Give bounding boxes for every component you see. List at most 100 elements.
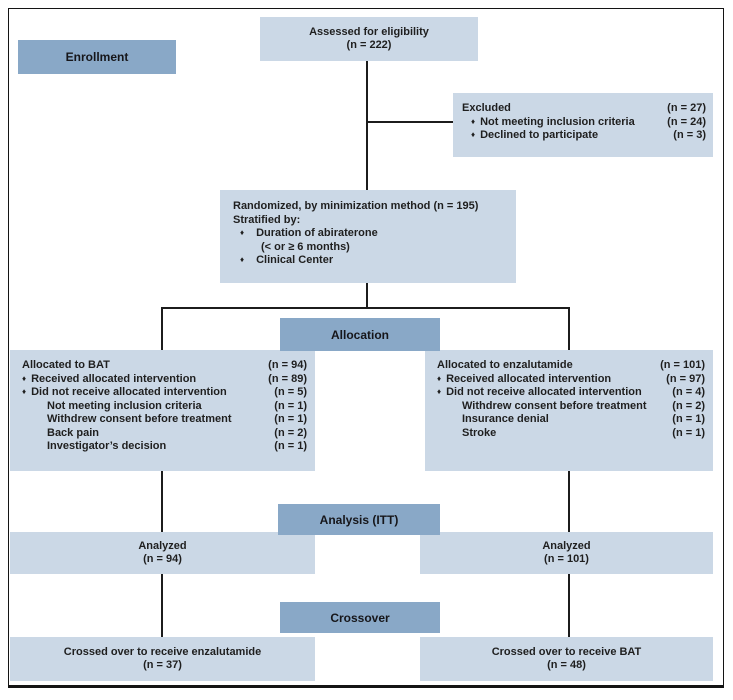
stage-label-analysis-itt: Analysis (ITT) [278,504,440,535]
flow-row: ♦Not meeting inclusion criteria (n = 24) [462,116,706,130]
row-label-group: ♦ Did not receive allocated intervention [437,386,642,400]
row-count: (n = 2) [672,399,705,412]
row-label-group: Excluded [462,102,511,116]
row-label: Declined to participate [480,129,599,141]
bullet-diamond-icon: ♦ [471,130,476,139]
analyzed-bat-box: Analyzed(n = 94) [10,532,315,574]
box-line: (n = 222) [346,39,392,51]
flow-row: Stroke (n = 1) [437,427,705,441]
row-label-group: Stroke [462,427,496,441]
row-label-group: Not meeting inclusion criteria [47,400,202,414]
connector-line [366,61,368,190]
connector-line [568,574,570,637]
row-count: (n = 5) [274,386,307,398]
box-line: (n = 94) [143,553,182,565]
box-line: Assessed for eligibility [309,25,429,38]
row-label-group: Withdrew consent before treatment [47,413,231,427]
row-label: Duration of abiraterone [256,227,378,239]
row-label-group: Investigator’s decision [47,440,166,454]
row-label-group: Withdrew consent before treatment [462,400,646,414]
bullet-diamond-icon: ♦ [240,255,245,264]
row-count: (n = 97) [666,372,705,385]
connector-line [161,307,163,350]
crossed-over-to-enzalutamide-box: Crossed over to receive enzalutamide(n =… [10,637,315,681]
row-label-group: Back pain [47,427,99,441]
row-label: Back pain [47,426,99,439]
flow-row: Not meeting inclusion criteria (n = 1) [22,400,307,414]
row-label: Did not receive allocated intervention [31,386,227,398]
connector-line [568,307,570,350]
row-label-group: ♦Duration of abiraterone [240,227,378,241]
flow-row: ♦ Did not receive allocated intervention (… [437,386,705,400]
allocated-to-bat-box: Allocated to BAT (n = 94) ♦ Received alloca… [10,350,315,471]
bullet-diamond-icon: ♦ [22,373,27,383]
row-label: Excluded [462,102,511,114]
row-label: Allocated to BAT [22,359,110,371]
row-label-group: Allocated to BAT [22,359,110,373]
row-label-group: Stratified by: [233,214,300,228]
flow-row: Allocated to BAT (n = 94) [22,359,307,373]
flow-row: ♦ Clinical Center [233,254,506,268]
stage-label-allocation: Allocation [280,318,440,351]
row-label: Not meeting inclusion criteria [480,115,635,128]
flow-row: ♦ Received allocated intervention (n = 89) [22,373,307,387]
flow-row: (< or ≥ 6 months) [233,241,506,255]
row-count: (n = 1) [274,413,307,425]
excluded-box: Excluded(n = 27)♦Not meeting inclusion c… [453,93,713,157]
connector-line [366,121,453,123]
row-label-group: Insurance denial [462,413,549,427]
row-label: Insurance denial [462,413,549,425]
crossed-over-to-bat-box: Crossed over to receive BAT(n = 48) [420,637,713,681]
flow-row: Randomized, by minimization method (n = … [233,200,506,214]
row-count: (n = 101) [660,359,705,371]
flow-row: Withdrew consent before treatment (n = 2) [437,400,705,414]
connector-line [568,471,570,532]
assessed-for-eligibility-box: Assessed for eligibility(n = 222) [260,17,478,61]
row-count: (n = 4) [672,386,705,398]
flow-row: Insurance denial (n = 1) [437,413,705,427]
row-label-group: (< or ≥ 6 months) [261,241,350,255]
row-count: (n = 89) [268,372,307,385]
connector-line [161,471,163,532]
row-count: (n = 24) [667,115,706,128]
row-count: (n = 2) [274,426,307,439]
row-label: Clinical Center [256,254,334,266]
stage-label-crossover: Crossover [280,602,440,633]
row-label-group: ♦ Received allocated intervention [437,373,611,387]
row-count: (n = 1) [274,440,307,452]
row-count: (n = 1) [274,399,307,412]
flow-row: Allocated to enzalutamide (n = 101) [437,359,705,373]
box-line: Analyzed [542,539,591,552]
flow-row: Stratified by: [233,214,506,228]
bullet-diamond-icon: ♦ [437,373,442,383]
connector-line [161,574,163,637]
row-label-group: ♦ Clinical Center [240,254,333,268]
row-label-group: ♦ Declined to participate [471,129,598,143]
bullet-diamond-icon: ♦ [437,387,442,396]
row-label-group: ♦ Did not receive allocated intervention [22,386,227,400]
row-label-group: Randomized, by minimization method (n = … [233,200,478,214]
row-label-group: ♦Not meeting inclusion criteria [471,116,635,130]
row-count: (n = 3) [673,129,706,141]
box-line: Crossed over to receive enzalutamide [63,645,262,658]
row-label: Received allocated intervention [31,372,197,385]
row-label-group: ♦ Received allocated intervention [22,373,196,387]
flow-row: Investigator’s decision (n = 1) [22,440,307,454]
row-count: (n = 1) [672,426,705,439]
flow-row: Back pain (n = 2) [22,427,307,441]
row-label: Received allocated intervention [446,372,612,385]
analyzed-enzalutamide-box: Analyzed(n = 101) [420,532,713,574]
row-label: Allocated to enzalutamide [437,359,573,371]
connector-line [161,307,570,309]
row-count: (n = 1) [672,413,705,425]
row-label: Stratified by: [233,213,301,226]
row-label: Not meeting inclusion criteria [47,399,202,412]
flow-row: ♦ Did not receive allocated intervention (… [22,386,307,400]
bullet-diamond-icon: ♦ [22,387,27,396]
allocated-to-enzalutamide-box: Allocated to enzalutamide (n = 101) ♦ Recei… [425,350,713,471]
flow-row: Withdrew consent before treatment (n = 1) [22,413,307,427]
row-label: Did not receive allocated intervention [446,386,642,398]
row-count: (n = 94) [268,359,307,371]
row-label: (< or ≥ 6 months) [261,240,350,253]
